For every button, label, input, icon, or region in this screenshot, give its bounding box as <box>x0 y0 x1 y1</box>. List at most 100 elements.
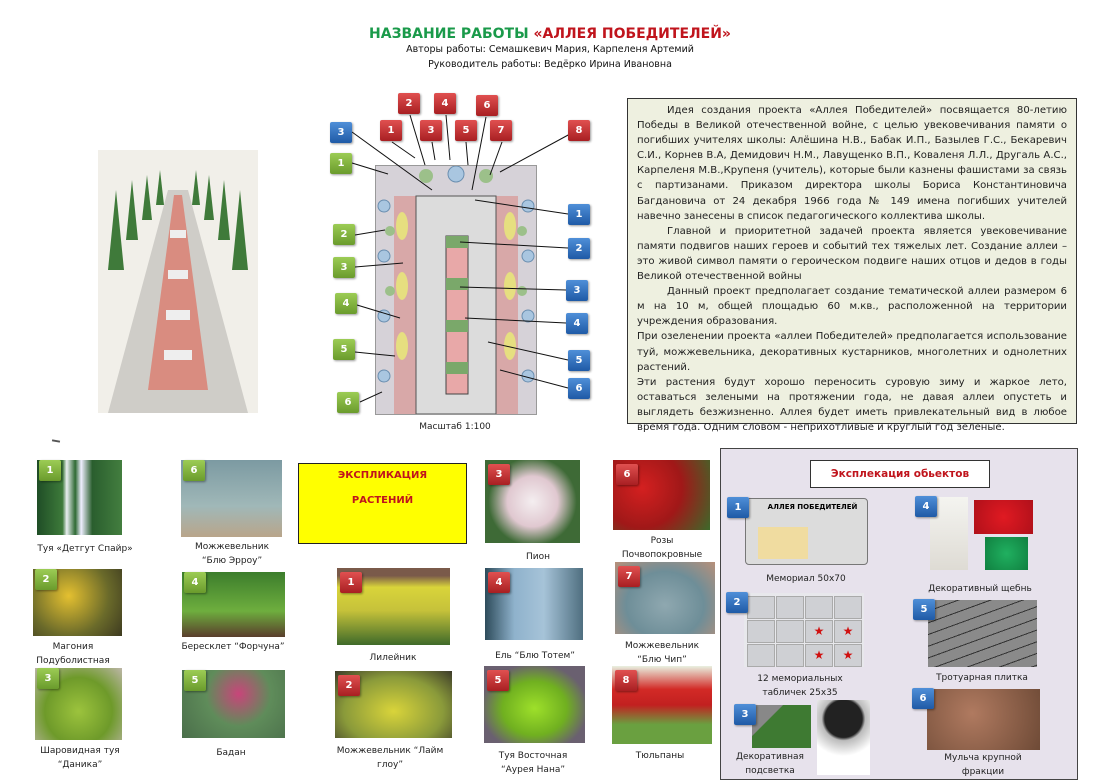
title-prefix: НАЗВАНИЕ РАБОТЫ <box>369 26 534 42</box>
plants-explication-heading: ЭКСПЛИКАЦИЯ РАСТЕНИЙ <box>298 463 467 544</box>
plan-marker-green: 1 <box>330 153 352 174</box>
caption-line: Тюльпаны <box>635 751 685 761</box>
plan-marker-blue: 4 <box>566 313 588 334</box>
caption-line: Туя «Детгут Спайр» <box>37 544 133 554</box>
supervisor: Руководитель работы: Ведёрко Ирина Ивано… <box>428 59 672 70</box>
caption-line: “Даника” <box>57 760 103 770</box>
caption-line: Пион <box>525 552 551 562</box>
description-paragraph: Идея создания проекта «Аллея Победителей… <box>637 105 1067 222</box>
caption-line: Мульча крупной <box>944 753 1022 763</box>
plant-number-badge: 3 <box>488 464 510 485</box>
memorial-plaque <box>747 644 775 667</box>
caption-line: “Аурея Нана” <box>500 765 566 775</box>
plan-marker-blue: 5 <box>568 350 590 371</box>
caption-line: Подуболистная <box>36 656 110 666</box>
alley-perspective-drawing <box>98 150 258 413</box>
memorial-plaque <box>747 596 775 619</box>
plan-marker-green: 3 <box>333 257 355 278</box>
memorial-plaque: ★ <box>834 644 862 667</box>
plant-caption: Тюльпаны <box>636 749 685 763</box>
plant-number-badge: 2 <box>35 569 57 590</box>
caption-line: Розы <box>650 536 674 546</box>
plant-number-badge: 5 <box>184 670 206 691</box>
plant-caption: Бадан <box>216 746 245 760</box>
plant-number-badge: 1 <box>39 460 61 481</box>
object-photo: ★★★★ <box>744 593 864 667</box>
caption-line: “Блю Эрроу” <box>201 556 263 566</box>
page-title: НАЗВАНИЕ РАБОТЫ «АЛЛЕЯ ПОБЕДИТЕЛЕЙ» <box>0 26 1100 42</box>
description-paragraph: Эти растения будут хорошо переносить сур… <box>637 376 1067 433</box>
caption-line: Декоративная <box>736 752 804 762</box>
plant-caption: Можжевельник “Блю Эрроу” <box>195 540 269 568</box>
plant-number-badge: 7 <box>618 566 640 587</box>
memorial-plaque: ★ <box>834 620 862 643</box>
plan-marker-green: 4 <box>335 293 357 314</box>
stray-mark <box>51 439 61 443</box>
objects-title: Эксплекация обьектов <box>810 460 990 488</box>
caption-line: Мемориал 50х70 <box>766 574 846 584</box>
plant-caption: Можжевельник “Лайм глоу” <box>337 744 444 772</box>
green-gravel-photo <box>985 537 1028 570</box>
memorial-plaque <box>776 644 804 667</box>
caption-line: Шаровидная туя <box>40 746 120 756</box>
caption-line: подсветка <box>745 766 795 776</box>
plan-marker-blue: 3 <box>566 280 588 301</box>
plant-number-badge: 5 <box>487 670 509 691</box>
plan-marker-green: 6 <box>337 392 359 413</box>
object-number-badge: 4 <box>915 496 937 517</box>
caption-line: Магония <box>52 642 94 652</box>
plan-marker-blue: 3 <box>330 122 352 143</box>
plan-marker-red: 2 <box>398 93 420 114</box>
caption-line: Лилейник <box>369 653 417 663</box>
caption-line: глоу” <box>377 760 403 770</box>
plant-number-badge: 4 <box>488 572 510 593</box>
plan-marker-red: 1 <box>380 120 402 141</box>
heading-line-2: РАСТЕНИЙ <box>351 495 414 506</box>
object-number-badge: 6 <box>912 688 934 709</box>
caption-line: Можжевельник <box>194 542 270 552</box>
red-gravel-photo <box>974 500 1033 534</box>
plant-caption: Лилейник <box>370 651 417 665</box>
title-name: «АЛЛЕЯ ПОБЕДИТЕЛЕЙ» <box>533 26 731 42</box>
plan-marker-red: 5 <box>455 120 477 141</box>
object-caption: Мемориал 50х70 <box>766 572 846 586</box>
memorial-plaque <box>776 620 804 643</box>
plan-marker-red: 7 <box>490 120 512 141</box>
plant-number-badge: 8 <box>615 670 637 691</box>
solar-lamp-photo <box>817 700 870 775</box>
memorial-plaque: ★ <box>805 620 833 643</box>
plant-caption: Ель “Блю Тотем” <box>495 649 575 663</box>
plant-caption: Пион <box>526 550 550 564</box>
object-number-badge: 2 <box>726 592 748 613</box>
plan-marker-red: 3 <box>420 120 442 141</box>
caption-line: Можжевельник “Лайм <box>336 746 444 756</box>
description-paragraph: Данный проект предполагает создание тема… <box>637 286 1067 328</box>
plan-marker-red: 8 <box>568 120 590 141</box>
plan-marker-red: 4 <box>434 93 456 114</box>
memorial-plaque <box>834 596 862 619</box>
memorial-sign-text: АЛЛЕЯ ПОБЕДИТЕЛЕЙ <box>767 503 858 511</box>
plant-caption: Можжевельник“Блю Чип” <box>625 639 699 667</box>
object-photo <box>752 705 811 748</box>
object-caption: Декоративный щебнь <box>928 582 1032 596</box>
plan-marker-blue: 6 <box>568 378 590 399</box>
project-description: Идея создания проекта «Аллея Победителей… <box>627 98 1077 433</box>
plant-caption: Туя Восточная “Аурея Нана” <box>499 749 568 777</box>
plan-marker-blue: 1 <box>568 204 590 225</box>
caption-line: Туя Восточная <box>498 751 568 761</box>
plant-number-badge: 1 <box>340 572 362 593</box>
plant-caption: Туя «Детгут Спайр» <box>37 542 132 556</box>
object-photo <box>928 600 1037 667</box>
caption-line: Бересклет “Форчуна” <box>181 642 285 652</box>
plan-marker-red: 6 <box>476 95 498 116</box>
memorial-document-image <box>758 527 808 559</box>
object-caption: Тротуарная плитка <box>936 671 1028 685</box>
object-number-badge: 1 <box>727 497 749 518</box>
heading-line-1: ЭКСПЛИКАЦИЯ <box>337 470 428 481</box>
caption-line: табличек 25х35 <box>762 688 838 698</box>
object-number-badge: 5 <box>913 599 935 620</box>
